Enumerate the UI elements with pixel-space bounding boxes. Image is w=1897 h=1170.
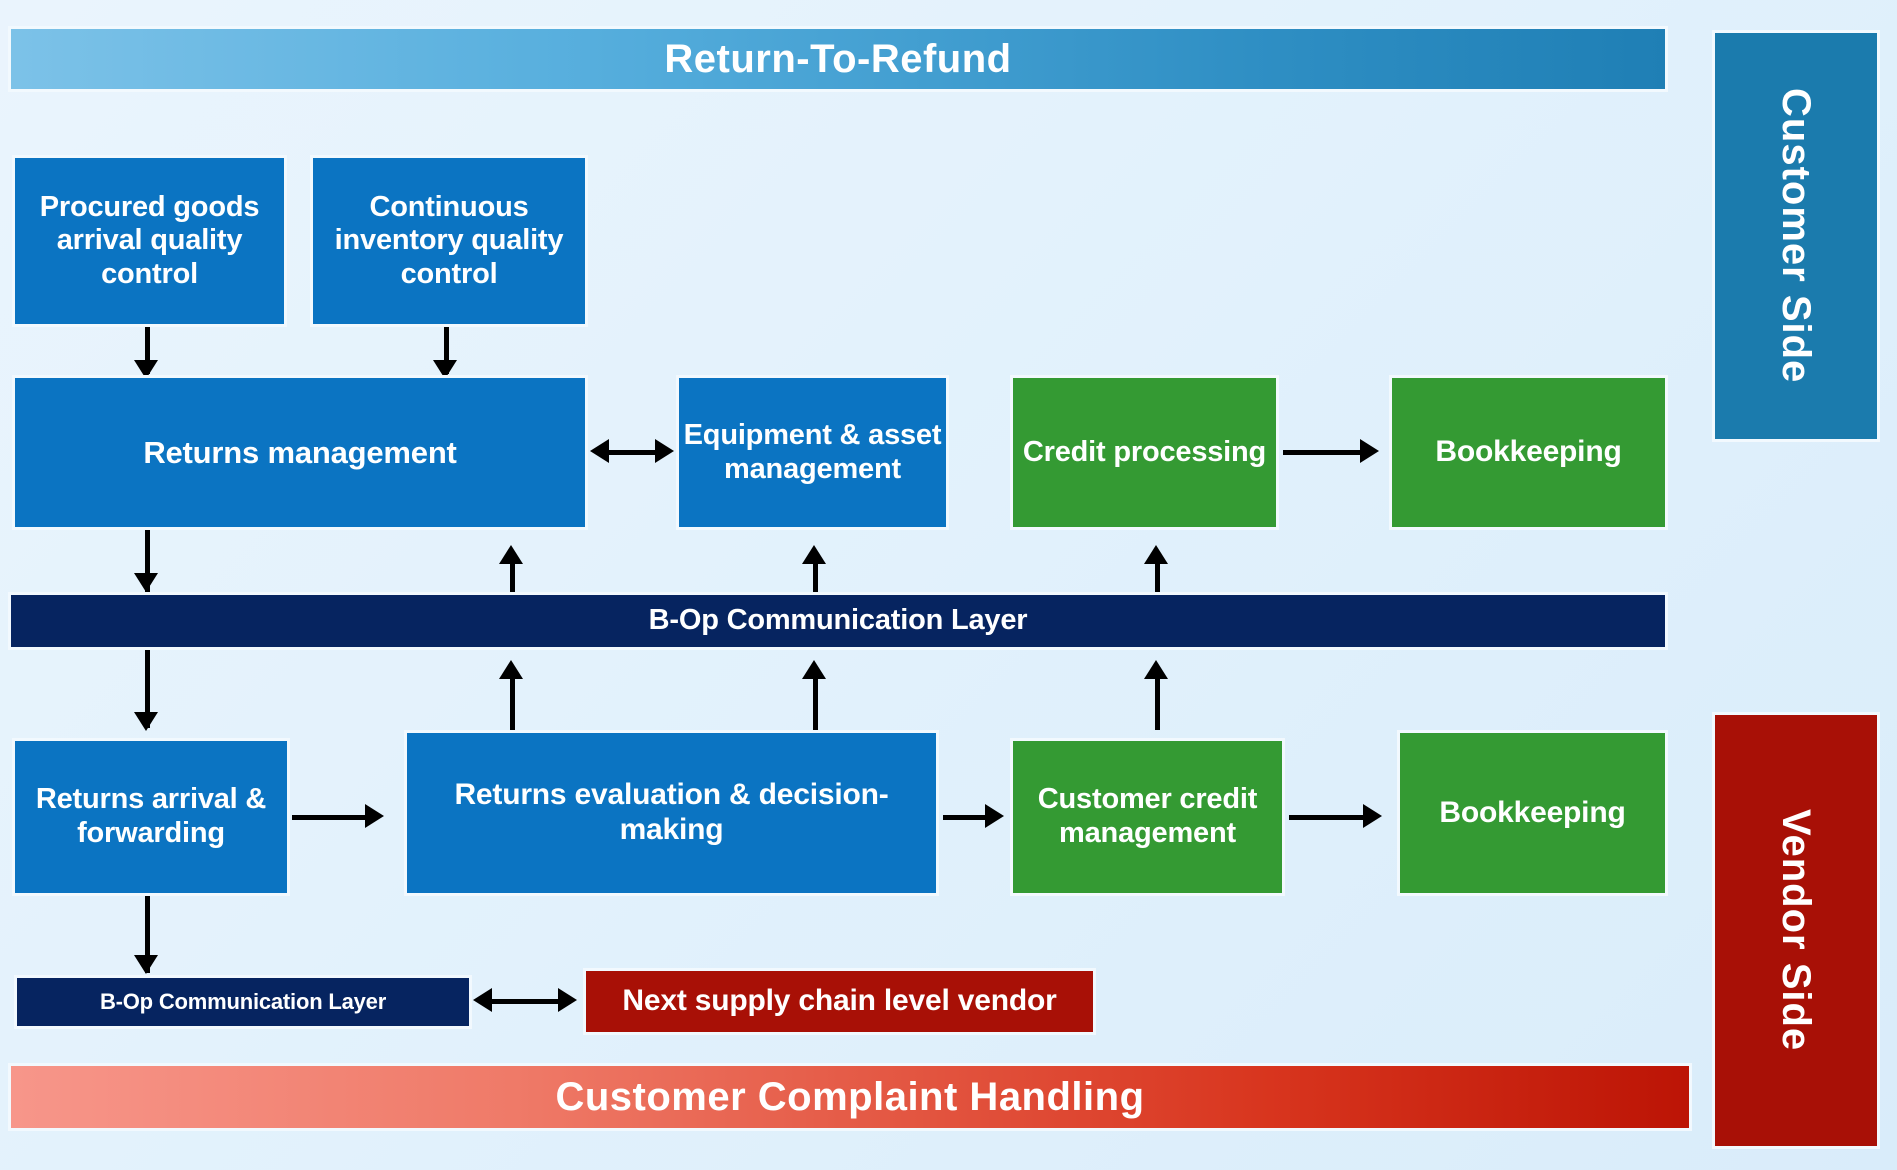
bottom-banner: Customer Complaint Handling bbox=[8, 1063, 1692, 1131]
node-credit-processing[interactable]: Credit processing bbox=[1010, 375, 1279, 530]
node-equipment-asset-management[interactable]: Equipment & asset management bbox=[676, 375, 949, 530]
vendor-side-label: Vendor Side bbox=[1712, 712, 1880, 1149]
title-banner: Return-To-Refund bbox=[8, 26, 1668, 92]
node-customer-credit-management[interactable]: Customer credit management bbox=[1010, 738, 1285, 896]
customer-side-label: Customer Side bbox=[1712, 30, 1880, 442]
node-continuous-inventory-quality-control[interactable]: Continuous inventory quality control bbox=[310, 155, 588, 327]
node-bop-communication-layer-main[interactable]: B-Op Communication Layer bbox=[8, 592, 1668, 650]
node-bookkeeping-top[interactable]: Bookkeeping bbox=[1389, 375, 1668, 530]
node-returns-arrival-forwarding[interactable]: Returns arrival & forwarding bbox=[12, 738, 290, 896]
node-procured-goods-quality-control[interactable]: Procured goods arrival quality control bbox=[12, 155, 287, 327]
node-bop-communication-layer-small[interactable]: B-Op Communication Layer bbox=[14, 975, 472, 1029]
node-bookkeeping-bottom[interactable]: Bookkeeping bbox=[1397, 730, 1668, 896]
node-returns-evaluation-decision-making[interactable]: Returns evaluation & decision-making bbox=[404, 730, 939, 896]
node-returns-management[interactable]: Returns management bbox=[12, 375, 588, 530]
node-next-supply-chain-level-vendor[interactable]: Next supply chain level vendor bbox=[583, 968, 1096, 1035]
